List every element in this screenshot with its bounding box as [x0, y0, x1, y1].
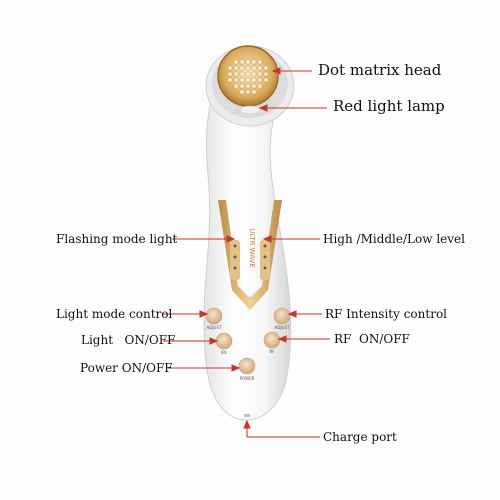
- leader-lines: [163, 67, 330, 438]
- gold-v-trim: [218, 200, 282, 310]
- rf-on-off-button[interactable]: [263, 331, 281, 349]
- power-label: POWER: [240, 376, 255, 381]
- callout-level-indicator: High /Middle/Low level: [323, 232, 465, 246]
- light-on-off-button[interactable]: [215, 332, 233, 350]
- level-panel: [260, 240, 270, 280]
- level-dot: [263, 244, 267, 248]
- callout-light-on-off: Light ON/OFF: [81, 333, 176, 347]
- mode-light-dot: [233, 244, 237, 248]
- mode-light-dot: [233, 255, 237, 259]
- level-dot: [263, 255, 267, 259]
- callout-red-light-lamp: Red light lamp: [333, 97, 445, 115]
- charge-port: [244, 414, 250, 417]
- callout-charge-port: Charge port: [323, 430, 397, 444]
- rf-label: RF: [269, 349, 275, 354]
- ipl-label: IPL: [221, 350, 228, 355]
- mode-light-dot: [233, 266, 237, 270]
- brand-text: ULTR WAVE: [248, 228, 256, 268]
- adjust-left-label: ADJUST: [207, 325, 222, 330]
- callout-rf-intensity-control: RF Intensity control: [325, 307, 448, 321]
- light-mode-adjust-button[interactable]: [205, 307, 223, 325]
- callout-dot-matrix-head: Dot matrix head: [318, 61, 442, 79]
- level-dot: [263, 266, 267, 270]
- callout-light-mode-control: Light mode control: [56, 307, 173, 321]
- callout-rf-on-off: RF ON/OFF: [334, 332, 410, 346]
- callout-power-on-off: Power ON/OFF: [80, 361, 173, 375]
- callout-flashing-mode-light: Flashing mode light: [56, 232, 178, 246]
- adjust-right-label: ADJUST: [275, 325, 290, 330]
- dot-matrix-grid: [227, 59, 269, 95]
- mode-light-panel: [230, 240, 240, 280]
- power-button[interactable]: [238, 357, 256, 375]
- red-light-lamp: [239, 105, 261, 115]
- rf-intensity-adjust-button[interactable]: [273, 307, 291, 325]
